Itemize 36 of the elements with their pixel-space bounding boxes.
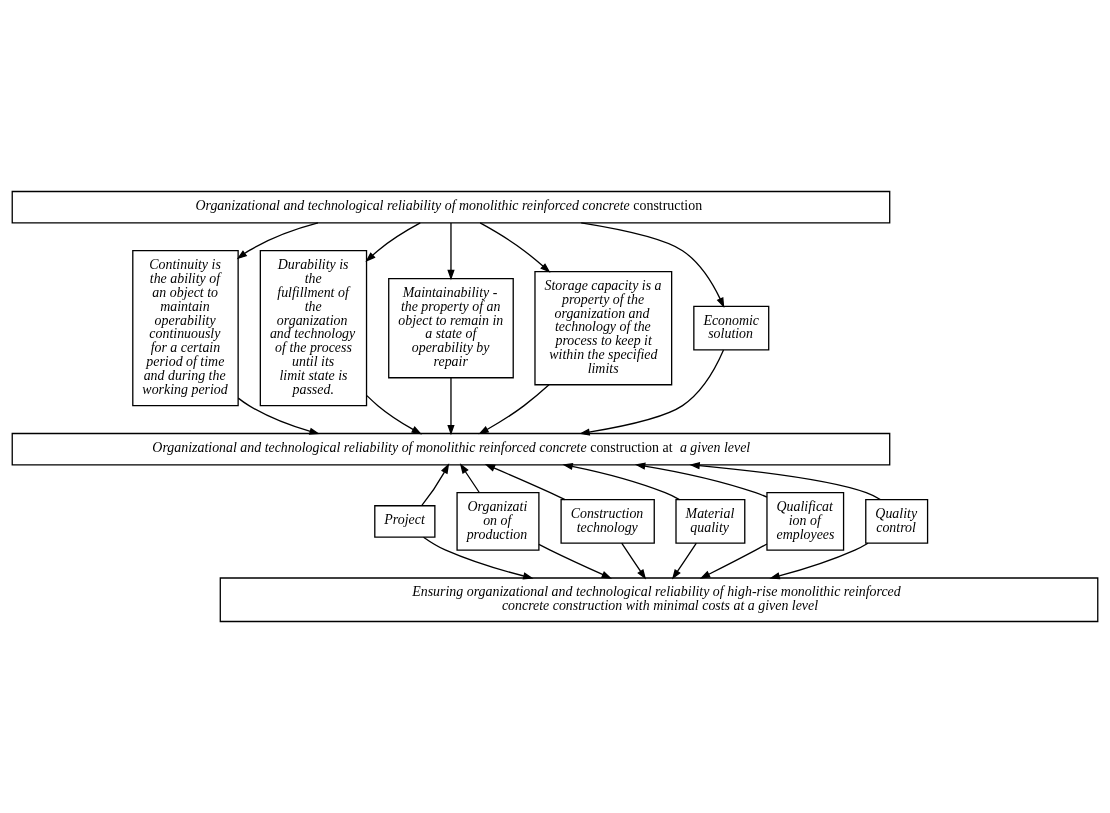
arrow — [699, 543, 768, 579]
node-box: Organizational and technological reliability of monolithic reinforced concrete construction — [11, 190, 891, 224]
node-box: Construction technology — [560, 499, 655, 544]
arrow — [366, 394, 422, 435]
arrow — [365, 222, 421, 263]
arrow — [538, 543, 613, 579]
node-box: Ensuring organizational and technological reliability of high-rise monolithic reinforced concrete construction with minimal costs at a given level — [219, 577, 1099, 623]
arrow — [422, 536, 534, 580]
node-box: Project — [374, 505, 436, 538]
arrow — [579, 349, 725, 436]
arrow — [237, 397, 320, 435]
arrow — [671, 542, 697, 580]
node-box: Organizati on of production — [456, 492, 540, 551]
arrow — [421, 463, 450, 507]
node-box: Durability is the fulfillment of the organization and technology of the process until its limit state is passed. — [259, 250, 368, 407]
arrow — [769, 542, 869, 580]
arrow — [562, 462, 681, 501]
arrow — [580, 222, 725, 309]
node-box: Storage capacity is a property of the organization and technology of the process to keep it within the specified limits — [534, 270, 673, 386]
arrow — [236, 222, 319, 260]
node-box: Organizational and technological reliability of monolithic reinforced concrete construction at a given level — [11, 432, 891, 466]
arrow — [459, 463, 480, 494]
node-box: Material quality — [675, 499, 746, 544]
arrow — [484, 464, 566, 501]
node-box: Quality control — [865, 499, 929, 544]
arrow — [479, 222, 551, 273]
arrow — [478, 384, 550, 435]
node-box: Qualificat ion of employees — [766, 492, 845, 551]
node-box: Maintainability - the property of an object to remain in a state of operability by repair — [388, 277, 514, 379]
arrow — [621, 542, 647, 580]
arrow — [689, 462, 881, 501]
node-box: Economic solution — [693, 305, 770, 351]
node-box: Continuity is the ability of an object to maintain operability continuously for a certain period of time and during the working period — [132, 250, 239, 407]
arrow — [447, 222, 455, 281]
arrow — [447, 377, 455, 436]
arrow — [634, 462, 768, 498]
